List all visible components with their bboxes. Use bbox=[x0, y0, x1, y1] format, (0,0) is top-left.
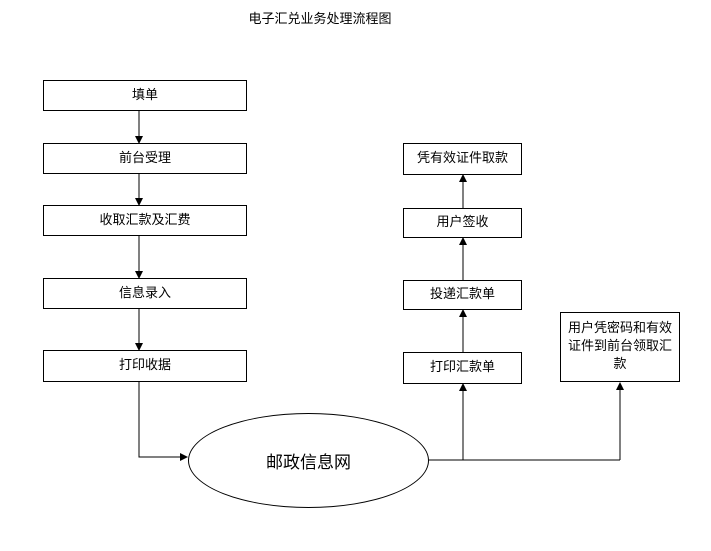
page-title: 电子汇兑业务处理流程图 bbox=[248, 12, 392, 27]
node-user-sign: 用户签收 bbox=[403, 208, 522, 238]
node-withdraw-with-id: 凭有效证件取款 bbox=[403, 143, 522, 175]
node-info-entry: 信息录入 bbox=[43, 278, 247, 309]
arrow-print-to-network bbox=[138, 382, 188, 461]
node-collect-remittance-and-fee: 收取汇款及汇费 bbox=[43, 205, 247, 236]
node-print-receipt: 打印收据 bbox=[43, 350, 247, 382]
node-print-remittance-slip: 打印汇款单 bbox=[403, 352, 522, 384]
node-front-desk-accept: 前台受理 bbox=[43, 143, 247, 174]
node-deliver-remittance-slip: 投递汇款单 bbox=[403, 280, 522, 310]
node-user-password-id-withdraw: 用户凭密码和有效证件到前台领取汇款 bbox=[560, 312, 680, 382]
node-postal-network: 邮政信息网 bbox=[188, 413, 429, 508]
node-fill-form: 填单 bbox=[43, 80, 247, 111]
